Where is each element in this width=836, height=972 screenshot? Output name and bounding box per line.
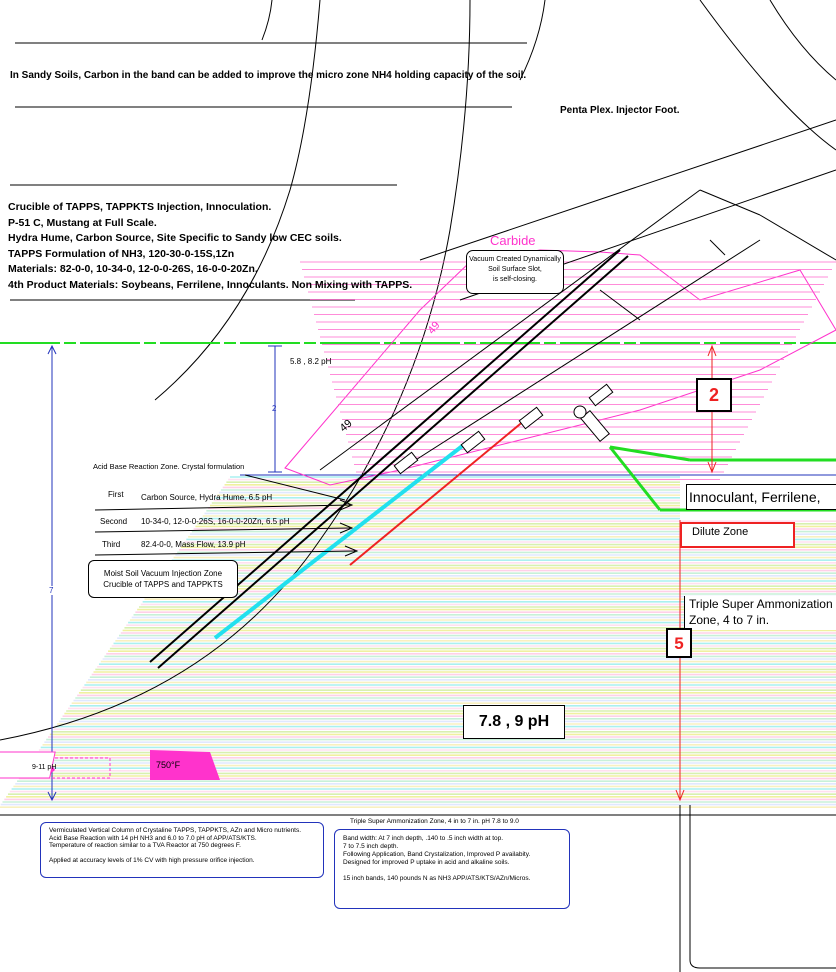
carbide-note-box: Vacuum Created Dynamically Soil Surface …: [466, 250, 564, 294]
triple-zone-label: Triple Super Ammonization Zone, 4 to 7 i…: [684, 596, 836, 630]
moist-zone-line: Crucible of TAPPS and TAPPKTS: [103, 580, 223, 589]
bottom-mid-note: Band width: At 7 inch depth, .140 to .5 …: [334, 829, 570, 909]
bottom-mid-line: Following Application, Band Crystalizati…: [343, 851, 531, 858]
spec-block: Crucible of TAPPS, TAPPKTS Injection, In…: [8, 200, 412, 293]
foot-title: Penta Plex. Injector Foot.: [560, 105, 680, 116]
bottom-left-line: Acid Base Reaction with 14 pH NH3 and 6.…: [49, 834, 257, 842]
bottom-mid-line: [343, 867, 561, 875]
marker-2: 2: [696, 378, 732, 412]
zone-row-name: Third: [102, 540, 121, 549]
zone-row-desc: 82.4-0-0, Mass Flow, 13.9 pH: [141, 540, 246, 549]
depth-7-label: 7: [49, 586, 54, 595]
bottom-left-line: Temperature of reaction similar to a TVA…: [49, 842, 241, 849]
bottom-left-line: Vermiculated Vertical Column of Crystali…: [49, 827, 302, 834]
spec-line: Hydra Hume, Carbon Source, Site Specific…: [8, 232, 342, 244]
zone-pointer-lines: [94, 474, 359, 557]
carbide-note-line: is self-closing.: [493, 276, 537, 283]
bottom-left-tags: [0, 750, 220, 780]
carbide-note-line: Soil Surface Slot,: [488, 266, 542, 273]
spec-line: Crucible of TAPPS, TAPPKTS Injection, In…: [8, 201, 272, 213]
spec-line: TAPPS Formulation of NH3, 120-30-0-15S,1…: [8, 247, 235, 260]
innoculant-feed-lines: [608, 445, 836, 512]
ph-top-label: 5.8 , 8.2 pH: [290, 357, 332, 366]
carbide-note-line: Vacuum Created Dynamically: [469, 256, 561, 263]
zone-row-desc: Carbon Source, Hydra Hume, 6.5 pH: [141, 493, 273, 502]
carbide-label: Carbide: [490, 233, 536, 248]
dilute-zone-label: Dilute Zone: [680, 522, 795, 548]
moist-zone-box: Moist Soil Vacuum Injection Zone Crucibl…: [88, 560, 238, 598]
bottom-mid-line: Band width: At 7 inch depth, .140 to .5 …: [343, 835, 504, 842]
temp-tag-label: 750°F: [156, 760, 181, 770]
bottom-mid-line: 7 to 7.5 inch depth.: [343, 843, 399, 850]
bottom-mid-title: Triple Super Ammonization Zone, 4 in to …: [350, 818, 519, 825]
depth-2-label: 2: [272, 404, 277, 413]
bottom-left-note: Vermiculated Vertical Column of Crystali…: [40, 822, 324, 878]
ph-box: 7.8 , 9 pH: [463, 705, 565, 739]
zone-row-desc: 10-34-0, 12-0-0-26S, 16-0-0-20Zn, 6.5 pH: [141, 517, 290, 526]
spec-line: 4th Product Materials: Soybeans, Ferrile…: [8, 278, 413, 291]
text-rules: [10, 42, 527, 301]
spec-line: Materials: 82-0-0, 10-34-0, 12-0-0-26S, …: [8, 263, 258, 275]
marker-5: 5: [666, 628, 692, 658]
moist-zone-line: Moist Soil Vacuum Injection Zone: [103, 569, 223, 578]
zone-row-name: Second: [100, 517, 128, 526]
spec-line: P-51 C, Mustang at Full Scale.: [8, 216, 157, 229]
bottom-left-line: Applied at accuracy levels of 1% CV with…: [49, 857, 255, 864]
dimension-lines: [47, 344, 282, 802]
innoculant-label: Innoculant, Ferrilene,: [686, 484, 836, 510]
triple-zone-line: Zone, 4 to 7 in.: [689, 613, 770, 627]
zone-row-name: First: [108, 490, 124, 499]
header-note: In Sandy Soils, Carbon in the band can b…: [10, 70, 527, 81]
bottom-mid-line: 15 inch bands, 140 pounds N as NH3 APP/A…: [343, 875, 531, 882]
ph-tag-label: 9-11 pH: [32, 764, 57, 771]
bottom-left-line: [49, 850, 315, 858]
triple-zone-line: Triple Super Ammonization: [689, 597, 833, 611]
bottom-mid-line: Designed for improved P uptake in acid a…: [343, 859, 510, 866]
acid-base-label: Acid Base Reaction Zone. Crystal formula…: [93, 462, 245, 471]
